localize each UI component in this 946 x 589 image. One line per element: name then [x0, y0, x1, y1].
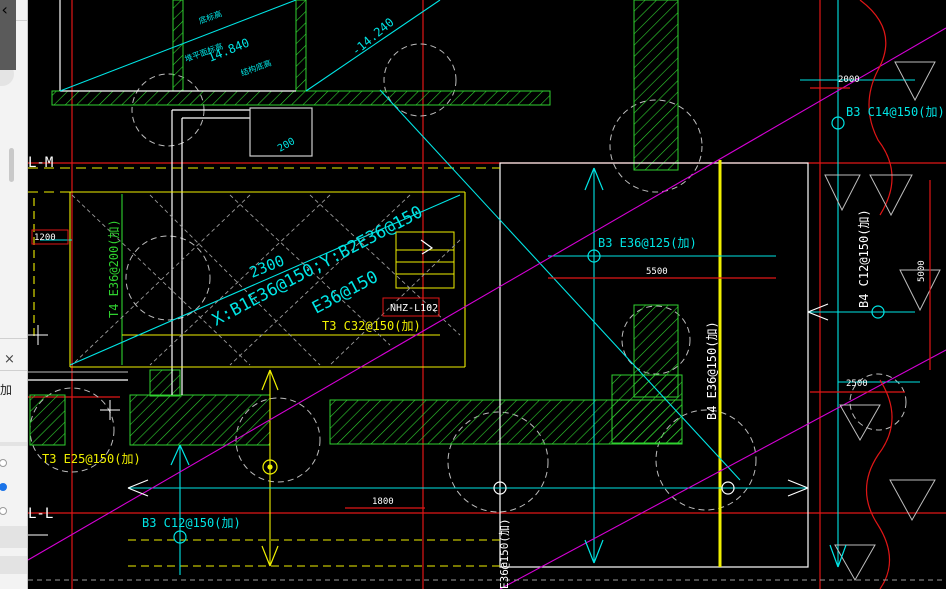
divider	[0, 338, 27, 339]
radio-option-3[interactable]	[0, 507, 7, 515]
rebar-cyan	[40, 0, 920, 575]
dim-2000: 2000	[838, 75, 860, 85]
label-t4-left: T4 E36@200(加)	[107, 219, 121, 318]
label-nhz: NHZ-L102	[390, 303, 438, 314]
label-bottom-left: E36@150(加)	[498, 518, 511, 589]
dim-5500: 5500	[646, 267, 668, 277]
dim-1800: 1800	[372, 497, 394, 507]
red-tags	[31, 229, 440, 317]
label-b3-bottom: B3 C12@150(加)	[142, 516, 241, 530]
axis-label-lm: L-M	[28, 155, 53, 171]
dim-2500: 2500	[846, 379, 868, 389]
panel-row	[0, 556, 27, 574]
arcs-red	[859, 0, 893, 589]
divider	[0, 442, 27, 446]
add-label[interactable]: 加	[0, 383, 13, 397]
close-icon[interactable]: ×	[4, 352, 15, 367]
label-t3-left: T3 E25@150(加)	[42, 452, 141, 466]
radio-option-1[interactable]	[0, 459, 7, 467]
label-b4-right: B4 C12@150(加)	[857, 209, 871, 308]
dim-5000: 5000	[917, 260, 927, 282]
dim-1200: 1200	[34, 233, 56, 243]
label-b4-mid: B4 E36@150(加)	[705, 321, 719, 420]
label-b3-mid: B3 E36@125(加)	[598, 236, 697, 250]
collapse-panel-button[interactable]: ‹	[0, 0, 16, 70]
divider	[0, 370, 27, 371]
scrollbar-thumb[interactable]	[9, 148, 14, 182]
slab-x-hatch	[71, 194, 461, 366]
axis-label-ll: L-L	[28, 506, 53, 522]
triangles-right	[824, 61, 941, 582]
label-t3-mid: T3 C32@150(加)	[322, 319, 421, 333]
chevron-left-icon: ‹	[0, 0, 10, 19]
panel-row	[0, 526, 27, 548]
label-b3-top: B3 C14@150(加)	[846, 105, 945, 119]
diagonal-magenta	[27, 27, 946, 589]
radio-option-2[interactable]	[0, 483, 7, 491]
left-side-panel: × × 加	[0, 0, 28, 589]
outline-white	[0, 0, 809, 568]
crosshair	[28, 325, 120, 536]
markers	[127, 87, 931, 568]
